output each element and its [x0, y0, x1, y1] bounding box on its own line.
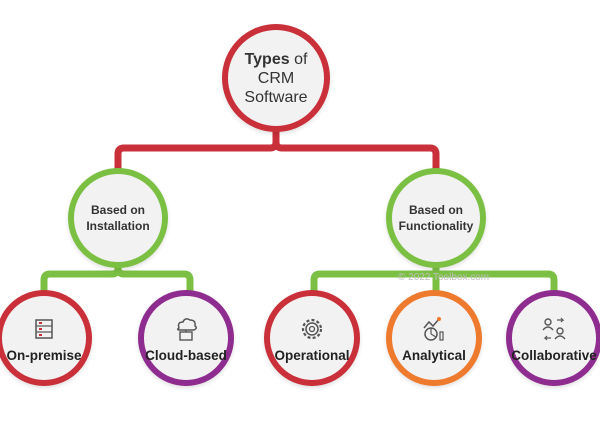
- branch-functionality: Based on Functionality: [386, 168, 486, 268]
- gear-icon: [301, 318, 323, 339]
- leaf-label: Analytical: [402, 347, 466, 363]
- leaf-label: Collaborative: [511, 347, 597, 363]
- leaf-analytical: Analytical: [386, 290, 482, 386]
- leaf-label: Cloud-based: [145, 347, 227, 363]
- leaf-label: Operational: [274, 347, 350, 363]
- leaf-cloud-based: Cloud-based: [138, 290, 234, 386]
- branch-functionality-line2: Functionality: [398, 219, 474, 233]
- root-line2: CRM: [257, 69, 295, 87]
- watermark: © 2022 Toolbox.com: [398, 272, 490, 283]
- leaf-collaborative: Collaborative: [506, 290, 600, 386]
- root-node: Types of CRM Software: [222, 24, 330, 132]
- leaf-operational: Operational: [264, 290, 360, 386]
- branch-functionality-line1: Based on: [408, 203, 463, 217]
- server-rack-icon: [35, 318, 53, 339]
- analytics-icon: [423, 316, 444, 341]
- branch-installation-line2: Installation: [86, 219, 150, 233]
- connector-root-to-branches: [114, 126, 440, 174]
- branch-installation-line1: Based on: [90, 203, 145, 217]
- root-line3: Software: [244, 88, 308, 106]
- leaf-on-premise: On-premise: [0, 290, 92, 386]
- people-exchange-icon: [542, 317, 566, 340]
- cloud-server-icon: [176, 317, 198, 341]
- leaf-label: On-premise: [6, 347, 82, 363]
- root-title: Types of: [244, 50, 308, 68]
- branch-installation: Based on Installation: [68, 168, 168, 268]
- connector-installation: [40, 258, 194, 296]
